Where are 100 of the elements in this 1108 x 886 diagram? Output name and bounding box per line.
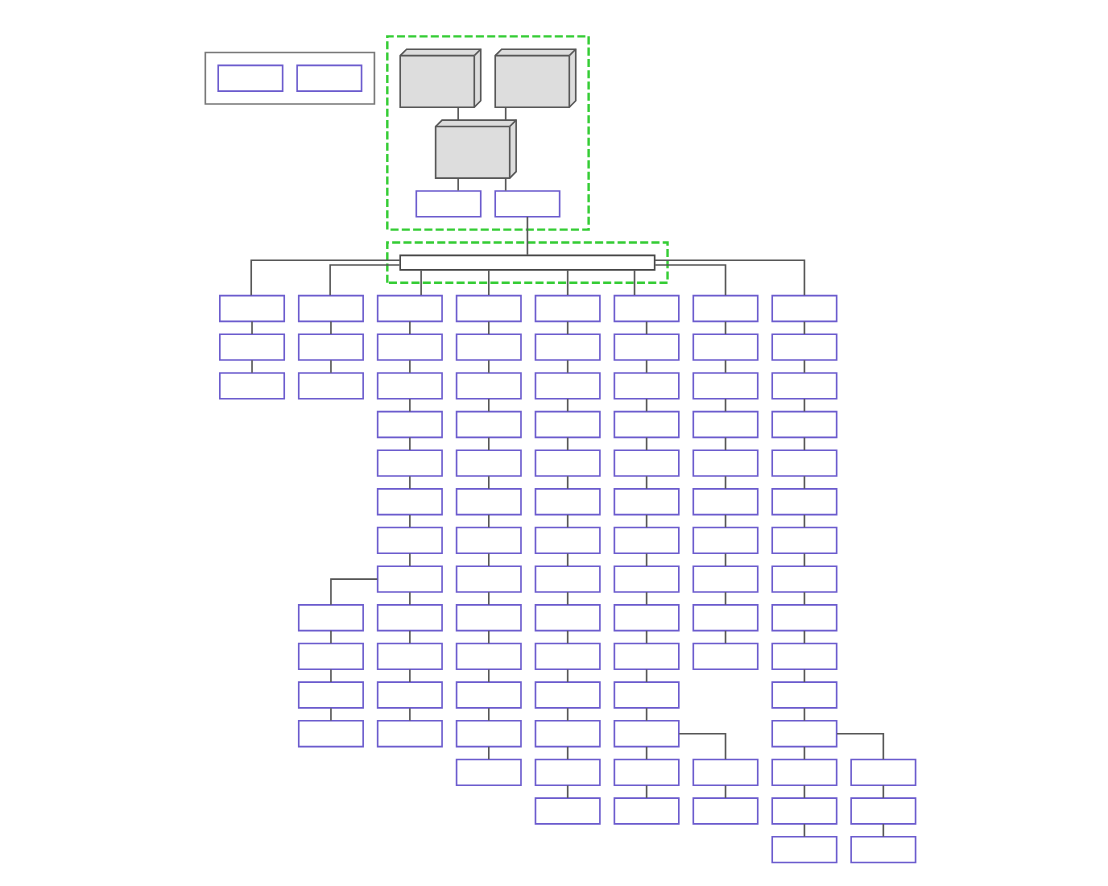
- node-box: [771, 449, 838, 477]
- connector: [487, 320, 490, 335]
- connector: [487, 746, 490, 761]
- connector: [487, 269, 490, 296]
- node-box: [771, 526, 838, 555]
- connector: [566, 269, 569, 296]
- connector: [487, 668, 490, 683]
- connector: [409, 514, 411, 529]
- node-box: [219, 294, 286, 323]
- node-box: [692, 642, 759, 671]
- connector: [487, 552, 490, 567]
- node-box: [376, 294, 443, 323]
- node-box: [455, 449, 522, 477]
- node-box: [534, 642, 601, 671]
- node-box: [534, 449, 601, 477]
- node-box: [534, 488, 601, 516]
- node-box: [850, 797, 917, 825]
- node-box: [534, 333, 601, 361]
- node-box: [771, 372, 838, 400]
- node-box: [771, 720, 838, 748]
- node-box: [455, 565, 522, 593]
- connector: [330, 359, 332, 374]
- connector: [409, 398, 411, 413]
- connector: [330, 668, 332, 683]
- connector: [409, 630, 411, 645]
- node-box: [613, 333, 680, 361]
- node-box: [613, 449, 680, 477]
- connector: [487, 591, 490, 606]
- node-box: [534, 758, 601, 787]
- node-box: [297, 642, 364, 671]
- node-box: [376, 604, 443, 632]
- connector: [487, 359, 490, 374]
- node-box: [692, 372, 759, 400]
- node-box: [613, 410, 680, 439]
- node-box: [534, 604, 601, 632]
- node-box: [771, 835, 838, 864]
- node-box: [376, 565, 443, 593]
- node-box: [771, 797, 838, 825]
- node-box: [296, 64, 363, 92]
- node-box: [376, 372, 443, 400]
- node-box: [613, 488, 680, 516]
- node-box: [692, 797, 759, 825]
- node-box: [692, 294, 759, 323]
- node-box: [455, 758, 522, 787]
- connector: [457, 177, 459, 192]
- node-box: [297, 681, 364, 709]
- node-box: [297, 333, 364, 361]
- connector: [330, 707, 332, 722]
- connector: [330, 320, 332, 335]
- connector: [420, 269, 422, 296]
- connector: [457, 106, 459, 121]
- node-box: [455, 333, 522, 361]
- node-box: [219, 372, 286, 400]
- node-box: [494, 190, 561, 218]
- node-box: [771, 565, 838, 593]
- connector: [836, 732, 885, 761]
- node-box: [850, 758, 917, 787]
- node-box: [771, 488, 838, 516]
- node-box: [297, 294, 364, 323]
- node-box: [613, 604, 680, 632]
- node-box: [376, 681, 443, 709]
- connector: [526, 216, 529, 256]
- connector: [654, 264, 727, 297]
- node-box: [613, 642, 680, 671]
- connector: [409, 436, 411, 451]
- node-box: [297, 604, 364, 632]
- node-box: [534, 526, 601, 555]
- connector: [330, 630, 332, 645]
- connector: [409, 668, 411, 683]
- connector: [487, 630, 490, 645]
- connector: [409, 359, 411, 374]
- node-box: [455, 488, 522, 516]
- node-box: [415, 190, 482, 218]
- node-box: [534, 797, 601, 825]
- node-box: [771, 758, 838, 787]
- node-box: [297, 720, 364, 748]
- connector: [330, 578, 379, 606]
- node-box: [297, 372, 364, 400]
- node-box: [534, 681, 601, 709]
- node-box: [613, 565, 680, 593]
- node-box: [455, 410, 522, 439]
- connector: [409, 591, 411, 606]
- node-box: [376, 720, 443, 748]
- node-box: [692, 488, 759, 516]
- node-box: [613, 720, 680, 748]
- connector: [487, 475, 490, 490]
- connector: [409, 320, 411, 335]
- connector: [487, 514, 490, 529]
- node-box: [534, 720, 601, 748]
- node-box: [613, 797, 680, 825]
- connector: [409, 707, 411, 722]
- node-box: [613, 372, 680, 400]
- cluster: [386, 241, 669, 284]
- node-box: [850, 835, 917, 864]
- node-box: [455, 604, 522, 632]
- node-box: [771, 642, 838, 671]
- node-bar: [399, 254, 656, 271]
- connector: [487, 398, 490, 413]
- node-box: [455, 526, 522, 555]
- node-box: [771, 294, 838, 323]
